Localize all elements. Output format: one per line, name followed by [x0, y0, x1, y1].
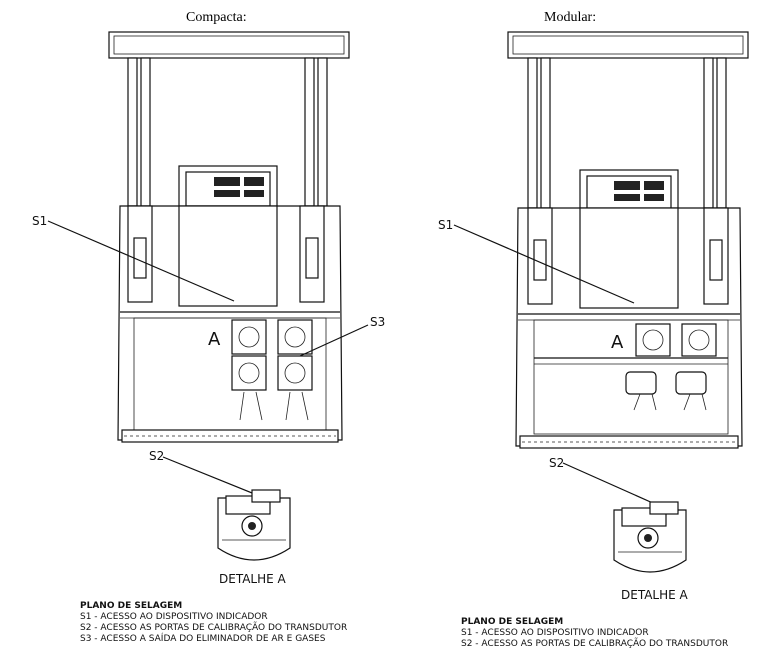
- compacta-detail-caption: DETALHE A: [219, 572, 287, 586]
- canopy-post-left: [127, 57, 138, 207]
- compacta-leader-s2: [162, 456, 263, 498]
- meter-1: [231, 319, 267, 355]
- base-plinth: [519, 435, 739, 449]
- modular-panel: Modular:: [438, 10, 749, 649]
- modular-leader-s1: [453, 224, 635, 304]
- compacta-callout-s2: S2: [149, 449, 164, 463]
- modular-detail-caption: DETALHE A: [621, 588, 689, 602]
- compacta-dispenser-drawing: A: [108, 31, 350, 443]
- modular-title: Modular:: [544, 10, 596, 25]
- compacta-legend-item: S3 - ACESSO A SAÍDA DO ELIMINADOR DE AR …: [80, 632, 326, 644]
- modular-callout-s1: S1: [438, 218, 453, 232]
- canopy-post-right: [304, 57, 315, 207]
- compacta-legend-item: S1 - ACESSO AO DISPOSITIVO INDICADOR: [80, 612, 268, 622]
- modular-detail-view: [613, 501, 687, 573]
- compacta-leader-s3: [299, 324, 369, 357]
- modular-callout-s2: S2: [549, 456, 564, 470]
- compacta-legend: PLANO DE SELAGEM S1 - ACESSO AO DISPOSIT…: [80, 601, 347, 644]
- compacta-title: Compacta:: [186, 10, 247, 25]
- modular-detail-marker: A: [611, 332, 624, 353]
- modular-leader-s2: [562, 462, 665, 509]
- canopy-post-left: [527, 57, 538, 209]
- compacta-detail-marker: A: [208, 329, 221, 350]
- base-plinth: [121, 429, 339, 443]
- modular-legend-heading: PLANO DE SELAGEM: [461, 617, 563, 627]
- modular-legend-item: S1 - ACESSO AO DISPOSITIVO INDICADOR: [461, 628, 649, 638]
- compacta-legend-item: S2 - ACESSO AS PORTAS DE CALIBRAÇÃO DO T…: [80, 622, 347, 633]
- hydraulic-compartment: [533, 319, 729, 435]
- compacta-detail-view: [217, 489, 291, 561]
- compacta-callout-s1: S1: [32, 214, 47, 228]
- pump-motor-2: [675, 371, 707, 395]
- compacta-panel: Compacta:: [32, 10, 385, 644]
- pump-motor-1: [625, 371, 657, 395]
- nozzle-holster-left: [127, 205, 153, 303]
- compacta-legend-heading: PLANO DE SELAGEM: [80, 601, 182, 611]
- compacta-leader-s1: [47, 220, 235, 302]
- meter-2: [681, 323, 717, 357]
- canopy-post-right: [703, 57, 714, 209]
- modular-legend-item: S2 - ACESSO AS PORTAS DE CALIBRAÇÃO DO T…: [461, 638, 728, 649]
- modular-dispenser-drawing: A: [507, 31, 749, 449]
- compacta-callout-s3: S3: [370, 315, 385, 329]
- meter-1: [635, 323, 671, 357]
- modular-legend: PLANO DE SELAGEM S1 - ACESSO AO DISPOSIT…: [461, 617, 728, 649]
- meter-2: [277, 319, 313, 355]
